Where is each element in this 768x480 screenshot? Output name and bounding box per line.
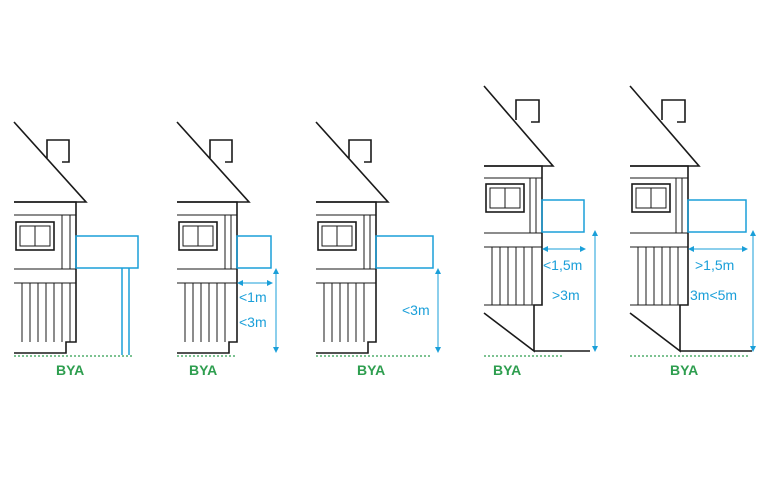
panel-4: <1,5m >3m BYA [483,85,598,378]
panel-5: >1,5m 3m<5m BYA [629,85,756,378]
balcony-3 [375,235,434,269]
dim-label-width-2: <1m [239,289,267,305]
house-1 [13,121,88,354]
bya-label-2: BYA [189,362,217,378]
house-2 [176,121,251,354]
dim-label-width-5: >1,5m [695,257,734,273]
panel-1: BYA [13,121,139,378]
balcony-4 [541,199,585,233]
dim-label-height-4: >3m [552,287,580,303]
dim-label-height-2: <3m [239,314,267,330]
bya-label-4: BYA [493,362,521,378]
panel-2: <1m <3m BYA [176,121,279,378]
balcony-2 [236,235,272,269]
bya-label-5: BYA [670,362,698,378]
dim-label-width-4: <1,5m [543,257,582,273]
bya-label-3: BYA [357,362,385,378]
panel-3: <3m BYA [315,121,441,378]
bya-label-1: BYA [56,362,84,378]
house-4 [483,85,590,353]
dim-label-height-3: <3m [402,302,430,318]
house-5 [629,85,752,353]
balcony-5 [687,199,747,233]
dim-label-height-5: 3m<5m [690,287,737,303]
balcony-1 [75,235,139,355]
house-3 [315,121,390,354]
